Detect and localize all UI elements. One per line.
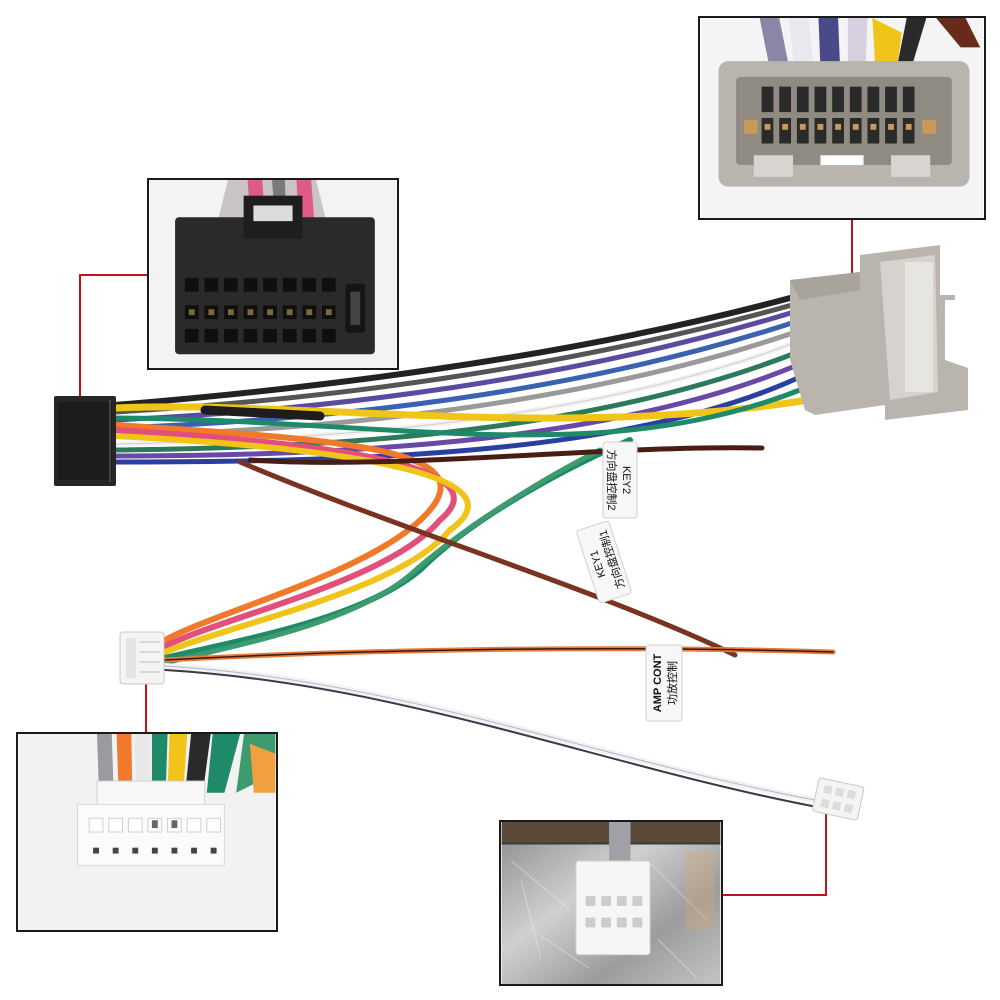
inset-grey-connector <box>698 16 986 220</box>
callout-line-black-connector <box>79 274 148 436</box>
wire-key2 <box>247 445 765 465</box>
loose-wires <box>162 445 836 807</box>
tag-key2-code: KEY2 <box>620 466 632 494</box>
tag-key2-desc: 方向盘控制2 <box>605 449 619 510</box>
tag-amp-code: AMP CONT <box>652 653 664 712</box>
wire-key1 <box>237 459 738 658</box>
inset-black-connector <box>147 178 399 370</box>
small-white-connector-left <box>119 631 165 685</box>
grey-connector <box>790 245 968 420</box>
tag-amp: AMP CONT 功放控制 <box>645 644 683 722</box>
wire-bundle-main <box>111 295 812 465</box>
tag-key1: KEY1 方向盘控制1 <box>576 520 632 604</box>
tag-amp-desc: 功放控制 <box>665 661 679 705</box>
inset-white-connector-left <box>16 732 278 932</box>
small-white-connector-right <box>812 777 865 821</box>
inset-white-connector-right <box>499 820 723 986</box>
black-connector <box>54 396 116 486</box>
tag-key2: KEY2 方向盘控制2 <box>602 441 638 519</box>
callout-line-white-connector-right <box>722 808 827 896</box>
wire-bundle-lower <box>112 422 633 666</box>
